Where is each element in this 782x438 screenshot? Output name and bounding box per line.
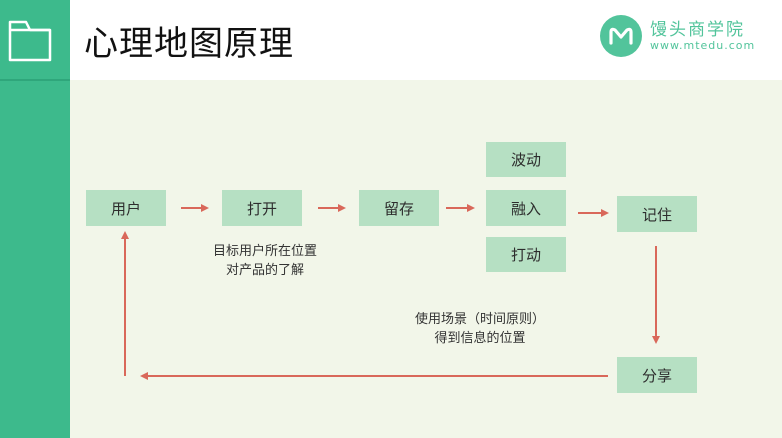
logo-name: 馒头商学院	[650, 20, 745, 40]
node-remember: 记住	[617, 196, 697, 232]
sidebar-divider	[0, 79, 70, 81]
diagram-arrows	[121, 204, 660, 380]
logo: 馒头商学院 www.mtedu.com	[596, 13, 782, 63]
node-user: 用户	[86, 190, 166, 226]
note-position: 目标用户所在位置 对产品的了解	[190, 242, 340, 280]
page-title: 心理地图原理	[84, 24, 294, 64]
note-scene-line2: 得到信息的位置	[434, 331, 526, 346]
header: 心理地图原理 馒头商学院 www.mtedu.com	[70, 0, 782, 80]
note-position-line1: 目标用户所在位置	[212, 244, 317, 259]
node-touch: 打动	[486, 237, 566, 272]
node-share: 分享	[617, 357, 697, 393]
folder-icon	[8, 20, 52, 62]
sidebar-header	[0, 0, 70, 80]
note-scene: 使用场景（时间原则） 得到信息的位置	[395, 310, 565, 348]
note-scene-line1: 使用场景（时间原则）	[414, 312, 545, 327]
note-position-line2: 对产品的了解	[225, 263, 304, 278]
node-fluctuate: 波动	[486, 142, 566, 177]
node-open: 打开	[222, 190, 302, 226]
node-retain: 留存	[359, 190, 439, 226]
logo-url: www.mtedu.com	[650, 39, 756, 52]
mtedu-logo-icon	[600, 15, 642, 57]
sidebar	[0, 0, 70, 438]
diagram-canvas: 用户 打开 留存 波动 融入 打动 记住 分享 目标用户所在位置 对产品的了解 …	[70, 80, 782, 438]
node-blend: 融入	[486, 190, 566, 226]
